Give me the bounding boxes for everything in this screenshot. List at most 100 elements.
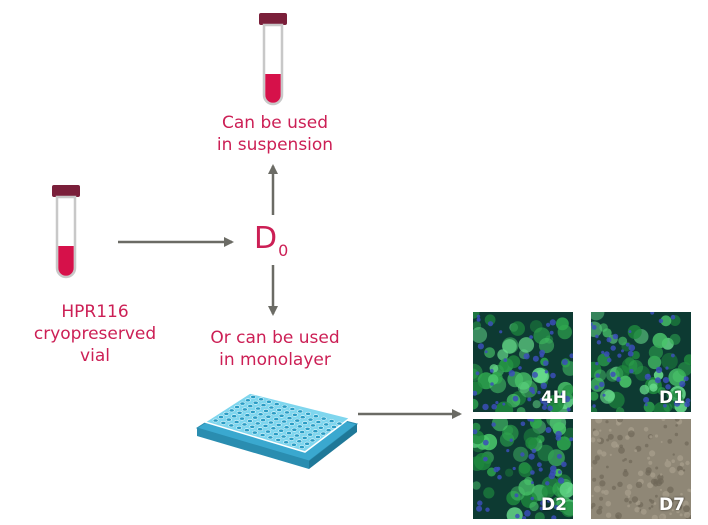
plate-well: [275, 422, 282, 427]
micrograph-image: [473, 419, 573, 519]
plate-well: [304, 426, 311, 431]
plate-well: [249, 409, 256, 414]
plate-well: [302, 421, 308, 425]
plate-well: [252, 415, 259, 420]
plate-well: [260, 403, 267, 408]
vial-label: HPR116 cryopreserved vial: [33, 302, 157, 366]
plate-well: [290, 442, 297, 447]
plate-well: [291, 427, 298, 432]
plate-well: [258, 397, 264, 402]
plate-well: [244, 398, 251, 403]
plate-well: [299, 430, 306, 435]
plate-well: [249, 424, 256, 429]
plate-well: [289, 407, 296, 411]
plate-well: [220, 420, 227, 425]
plate-well: [301, 435, 308, 440]
plate-well: [291, 412, 298, 417]
plate-well: [283, 425, 290, 430]
plate-well: [241, 407, 248, 412]
plate-well: [320, 416, 327, 421]
plate-well: [325, 428, 332, 433]
plate-well: [280, 434, 287, 439]
plate-well: [331, 424, 337, 429]
plate-well: [293, 433, 300, 438]
plate-well: [286, 431, 292, 436]
plate-well: [239, 401, 246, 406]
plate-well: [265, 429, 271, 434]
plate-well: [239, 416, 245, 421]
micrograph-image: [473, 312, 573, 412]
plate-well: [315, 420, 322, 424]
plate-well: [296, 424, 303, 429]
plate-well: [268, 405, 275, 410]
plate-well: [247, 404, 254, 409]
plate-well: [305, 411, 311, 416]
plate-well: [312, 414, 319, 419]
plate-well: [233, 420, 240, 424]
plate-well: [234, 405, 240, 409]
plate-well: [317, 425, 324, 430]
plate-well: [270, 426, 277, 431]
image-panel-d2: D2: [473, 419, 573, 519]
suspension-tube-icon: [259, 13, 287, 106]
plate-well: [297, 409, 304, 414]
panel-label: D7: [659, 495, 685, 515]
plate-well: [228, 408, 235, 413]
plate-well: [257, 427, 263, 432]
plate-well: [310, 423, 316, 428]
panel-label: D2: [541, 495, 567, 515]
plate-well: [312, 429, 319, 434]
image-panel-d1: D1: [591, 312, 691, 412]
image-panel-4h: 4H: [473, 312, 573, 412]
plate-well: [283, 440, 289, 445]
plate-well: [307, 432, 313, 437]
plate-well: [275, 437, 282, 442]
plate-well: [236, 410, 243, 415]
plate-well: [231, 414, 238, 419]
plate-well: [262, 423, 269, 428]
d0-main: D: [254, 221, 278, 256]
plate-well: [267, 420, 274, 425]
plate-well: [255, 406, 261, 411]
plate-well: [267, 435, 274, 440]
plate-well: [296, 439, 303, 444]
plate-well: [299, 415, 306, 420]
plate-well: [250, 394, 257, 399]
monolayer-label: Or can be used in monolayer: [210, 328, 340, 370]
plate-well: [304, 441, 310, 446]
well-plate-icon: [195, 392, 359, 469]
plate-well: [298, 445, 305, 450]
plate-well: [281, 404, 288, 409]
plate-well: [309, 438, 316, 443]
panel-label: 4H: [540, 388, 567, 408]
image-panel-d7: D7: [591, 419, 691, 519]
plate-well: [212, 418, 219, 423]
plate-well: [294, 418, 301, 423]
plate-well: [288, 436, 295, 441]
plate-well: [241, 422, 248, 427]
micrograph-image: [591, 312, 691, 412]
plate-well: [246, 419, 253, 423]
plate-well: [278, 413, 285, 418]
plate-well: [218, 415, 224, 420]
plate-well: [288, 421, 295, 426]
plate-well: [257, 412, 264, 417]
plate-well: [320, 431, 327, 436]
plate-wells: [212, 394, 343, 450]
plate-well: [236, 425, 242, 430]
plate-well: [328, 419, 335, 424]
plate-well: [263, 408, 269, 413]
plate-well: [281, 419, 287, 424]
plate-well: [270, 411, 277, 416]
plate-well: [314, 435, 321, 439]
plate-well: [284, 410, 290, 415]
plate-well: [273, 417, 280, 422]
plate-well: [307, 417, 314, 422]
d0-label: D0: [254, 222, 288, 268]
plate-well: [265, 399, 272, 404]
plate-well: [254, 421, 261, 426]
plate-well: [259, 433, 266, 437]
plate-well: [244, 413, 251, 418]
plate-well: [265, 414, 272, 419]
plate-well: [251, 430, 258, 435]
